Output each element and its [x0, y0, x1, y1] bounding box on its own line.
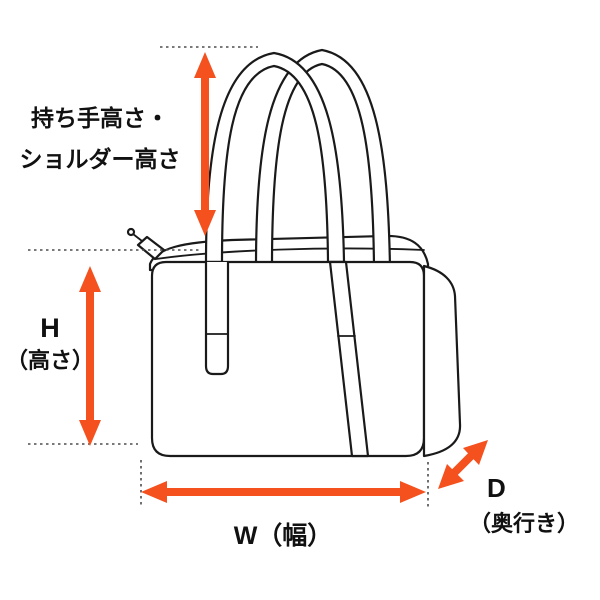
arrowhead-up: [194, 52, 216, 78]
height-label: H （高さ）: [2, 311, 98, 377]
zipper-pull-icon: [126, 227, 166, 261]
height-label-sub: （高さ）: [5, 348, 94, 373]
arrowhead-up: [79, 266, 101, 292]
zipper-pull-cord: [132, 233, 143, 242]
bag-illustration: [126, 48, 462, 458]
arrowhead-down: [194, 210, 216, 236]
depth-label-letter: D: [487, 473, 506, 503]
height-label-letter: H: [40, 313, 60, 343]
arrowhead-left: [141, 481, 167, 503]
bag-front-face: [150, 260, 426, 458]
depth-arrow-icon: [438, 440, 488, 489]
handle-height-label-line1: 持ち手高さ・: [31, 105, 169, 131]
width-arrow-icon: [141, 481, 426, 503]
right-strap: [328, 260, 370, 458]
arrowhead-upper-right: [463, 440, 488, 465]
arrowhead-right: [400, 481, 426, 503]
arrowhead-down: [79, 420, 101, 446]
arrowhead-lower-left: [438, 464, 464, 489]
zipper-pull-tab: [136, 235, 166, 261]
depth-label-sub: （奥行き）: [469, 511, 580, 536]
height-arrow-icon: [79, 266, 101, 446]
left-strap: [204, 260, 230, 376]
dotted-guides: [28, 46, 429, 507]
handle-height-label: 持ち手高さ・ ショルダー高さ: [12, 98, 188, 180]
width-label: W（幅）: [233, 522, 333, 550]
handle-height-label-line2: ショルダー高さ: [19, 146, 181, 172]
zipper-pull-ring: [126, 227, 136, 237]
handle-height-arrow-icon: [194, 52, 216, 236]
arrow-shaft: [449, 450, 477, 478]
bag-side-panel: [422, 264, 462, 458]
